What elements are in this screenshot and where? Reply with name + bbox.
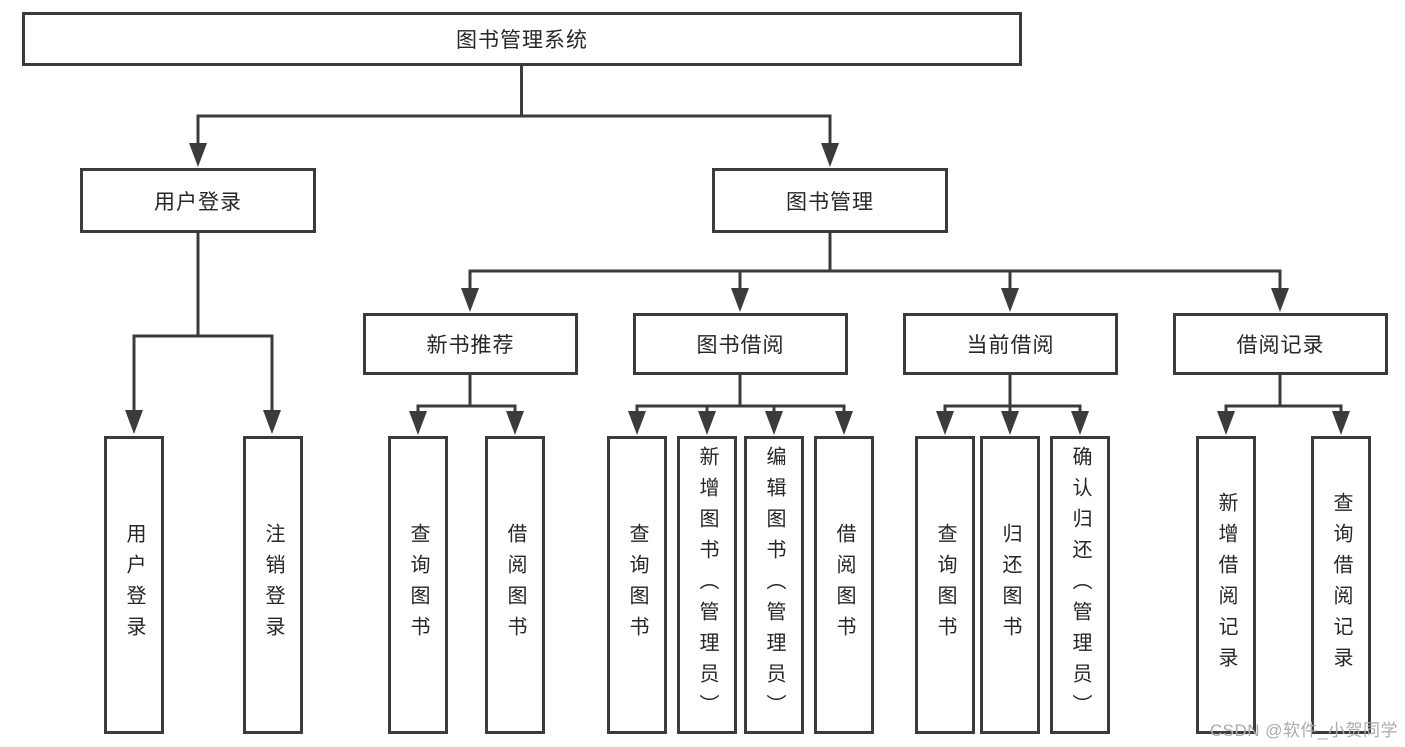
leaf-edit-book-admin: 编辑图书（管理员） bbox=[744, 436, 804, 734]
arrow-down-icon bbox=[1001, 411, 1019, 435]
arrow-down-icon bbox=[125, 410, 143, 434]
arrow-down-icon bbox=[461, 288, 479, 312]
leaf-confirm-return-admin: 确认归还（管理员） bbox=[1050, 436, 1110, 734]
csdn-watermark: CSDN @软件_小贺同学 bbox=[1209, 721, 1398, 740]
arrow-down-icon bbox=[1332, 411, 1350, 435]
node-label: 注销登录 bbox=[262, 523, 284, 647]
node-library-management-system: 图书管理系统 bbox=[22, 12, 1022, 66]
node-label: 新书推荐 bbox=[426, 334, 515, 357]
arrow-down-icon bbox=[628, 411, 646, 435]
arrow-down-icon bbox=[1217, 411, 1235, 435]
node-label: 图书管理系统 bbox=[456, 29, 588, 52]
node-label: 借阅图书 bbox=[504, 523, 526, 647]
node-book-management: 图书管理 bbox=[712, 168, 948, 233]
arrow-down-icon bbox=[821, 143, 839, 167]
arrow-down-icon bbox=[835, 411, 853, 435]
node-label: 当前借阅 bbox=[966, 334, 1055, 357]
leaf-borrow-books-2: 借阅图书 bbox=[814, 436, 874, 734]
node-label: 查询图书 bbox=[407, 523, 429, 647]
node-label: 新增图书（管理员） bbox=[696, 445, 718, 725]
node-label: 查询借阅记录 bbox=[1330, 492, 1352, 678]
node-label: 编辑图书（管理员） bbox=[763, 445, 785, 725]
leaf-query-borrow-record: 查询借阅记录 bbox=[1311, 436, 1371, 734]
node-label: 用户登录 bbox=[154, 190, 242, 214]
arrow-down-icon bbox=[189, 143, 207, 167]
node-label: 借阅图书 bbox=[833, 523, 855, 647]
arrow-down-icon bbox=[1071, 411, 1089, 435]
leaf-user-login: 用户登录 bbox=[104, 436, 164, 734]
arrow-down-icon bbox=[698, 411, 716, 435]
leaf-add-borrow-record: 新增借阅记录 bbox=[1196, 436, 1256, 734]
leaf-return-books: 归还图书 bbox=[980, 436, 1040, 734]
arrow-down-icon bbox=[506, 411, 524, 435]
leaf-query-books-1: 查询图书 bbox=[388, 436, 448, 734]
arrow-down-icon bbox=[936, 411, 954, 435]
node-borrowing-records: 借阅记录 bbox=[1173, 313, 1388, 375]
leaf-logout: 注销登录 bbox=[243, 436, 303, 734]
arrow-down-icon bbox=[765, 411, 783, 435]
node-label: 归还图书 bbox=[999, 523, 1021, 647]
node-label: 查询图书 bbox=[626, 523, 648, 647]
node-label: 确认归还（管理员） bbox=[1069, 445, 1091, 725]
leaf-borrow-books-1: 借阅图书 bbox=[485, 436, 545, 734]
arrow-down-icon bbox=[409, 411, 427, 435]
leaf-add-book-admin: 新增图书（管理员） bbox=[677, 436, 737, 734]
node-label: 图书管理 bbox=[786, 190, 874, 214]
leaf-query-books-3: 查询图书 bbox=[915, 436, 975, 734]
node-user-login: 用户登录 bbox=[80, 168, 316, 233]
arrow-down-icon bbox=[731, 288, 749, 312]
node-label: 图书借阅 bbox=[696, 334, 785, 357]
node-book-borrowing: 图书借阅 bbox=[633, 313, 848, 375]
arrow-down-icon bbox=[1001, 288, 1019, 312]
node-label: 查询图书 bbox=[934, 523, 956, 647]
node-label: 新增借阅记录 bbox=[1215, 492, 1237, 678]
node-new-book-recommendation: 新书推荐 bbox=[363, 313, 578, 375]
node-current-borrowing: 当前借阅 bbox=[903, 313, 1118, 375]
node-label: 用户登录 bbox=[123, 523, 145, 647]
leaf-query-books-2: 查询图书 bbox=[607, 436, 667, 734]
arrow-down-icon bbox=[263, 410, 281, 434]
arrow-down-icon bbox=[1271, 288, 1289, 312]
node-label: 借阅记录 bbox=[1236, 334, 1325, 357]
